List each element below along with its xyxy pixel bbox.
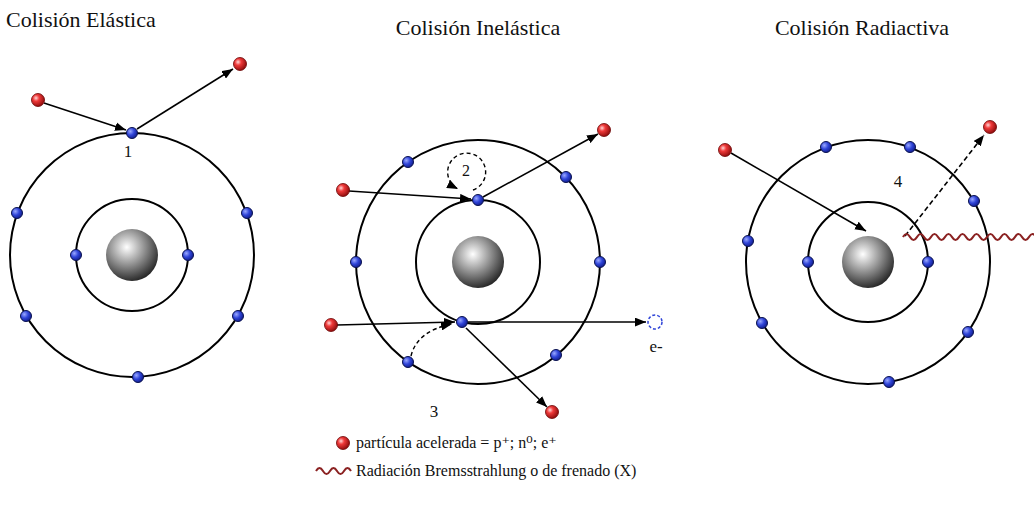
- callout-number: 4: [894, 172, 903, 192]
- atom-inelastic: [325, 124, 663, 419]
- particle-label: e-: [649, 337, 662, 357]
- electron: [969, 196, 980, 207]
- electron: [923, 257, 934, 268]
- incoming-path: [337, 322, 455, 325]
- atom-elastic: [10, 58, 254, 383]
- incoming-path: [731, 153, 866, 231]
- section-title: Colisión Elástica: [6, 7, 156, 32]
- inner-shell: [76, 199, 188, 311]
- accelerated-particle: [234, 58, 247, 71]
- electron: [21, 311, 32, 322]
- electron: [551, 350, 562, 361]
- electron: [963, 327, 974, 338]
- excitation-loop: [448, 153, 486, 190]
- electron: [183, 250, 194, 261]
- outgoing-path: [137, 69, 233, 129]
- electron: [457, 317, 468, 328]
- outer-shell: [10, 133, 254, 377]
- ejected-electron-path: [468, 321, 646, 323]
- accelerated-particle: [984, 121, 997, 134]
- accelerated-particle: [325, 319, 338, 332]
- electron: [743, 236, 754, 247]
- electrons: [12, 128, 253, 383]
- electron: [127, 128, 138, 139]
- electron: [473, 195, 484, 206]
- nucleus: [106, 229, 158, 281]
- callout-number: 1: [124, 142, 133, 162]
- accelerated-particle: [719, 144, 732, 157]
- outgoing-path: [466, 328, 547, 407]
- nucleus: [842, 236, 894, 288]
- atom-radiative: [719, 121, 1034, 388]
- electron: [905, 142, 916, 153]
- electron: [403, 357, 414, 368]
- electron: [71, 250, 82, 261]
- inner-shell: [808, 202, 928, 322]
- nucleus: [452, 236, 504, 288]
- outgoing-path: [483, 134, 598, 197]
- legend-text: Radiación Bremsstrahlung o de frenado (X…: [356, 462, 636, 480]
- section-title: Colisión Inelástica: [396, 15, 560, 40]
- electron: [12, 208, 23, 219]
- electron: [133, 372, 144, 383]
- electron: [233, 311, 244, 322]
- electron: [561, 172, 572, 183]
- bremsstrahlung-wave: [903, 234, 1034, 240]
- electrons: [743, 142, 980, 388]
- callout-number: 2: [462, 162, 470, 180]
- electron: [884, 377, 895, 388]
- electron: [595, 257, 606, 268]
- electron: [351, 257, 362, 268]
- electron: [403, 157, 414, 168]
- callout-number: 3: [430, 402, 439, 422]
- legend-text: partícula acelerada = p⁺; n⁰; e⁺: [356, 434, 557, 452]
- electron: [242, 208, 253, 219]
- electron: [803, 257, 814, 268]
- ejected-electron: [648, 315, 662, 329]
- accelerated-particle: [546, 406, 559, 419]
- electron-transition: [411, 324, 452, 356]
- incoming-path: [349, 191, 471, 199]
- electron: [821, 142, 832, 153]
- accelerated-particle: [337, 184, 350, 197]
- incoming-path: [44, 103, 126, 130]
- section-title: Colisión Radiactiva: [775, 15, 949, 40]
- outer-shell: [356, 140, 600, 384]
- outer-shell: [746, 140, 990, 384]
- accelerated-particle: [32, 94, 45, 107]
- accelerated-particle: [598, 124, 611, 137]
- inner-shell: [416, 200, 540, 324]
- electrons: [351, 157, 606, 368]
- deflected-path: [905, 135, 984, 236]
- legend-wave-sample: [316, 468, 351, 474]
- legend-particle-sample: [337, 437, 350, 450]
- electron: [757, 318, 768, 329]
